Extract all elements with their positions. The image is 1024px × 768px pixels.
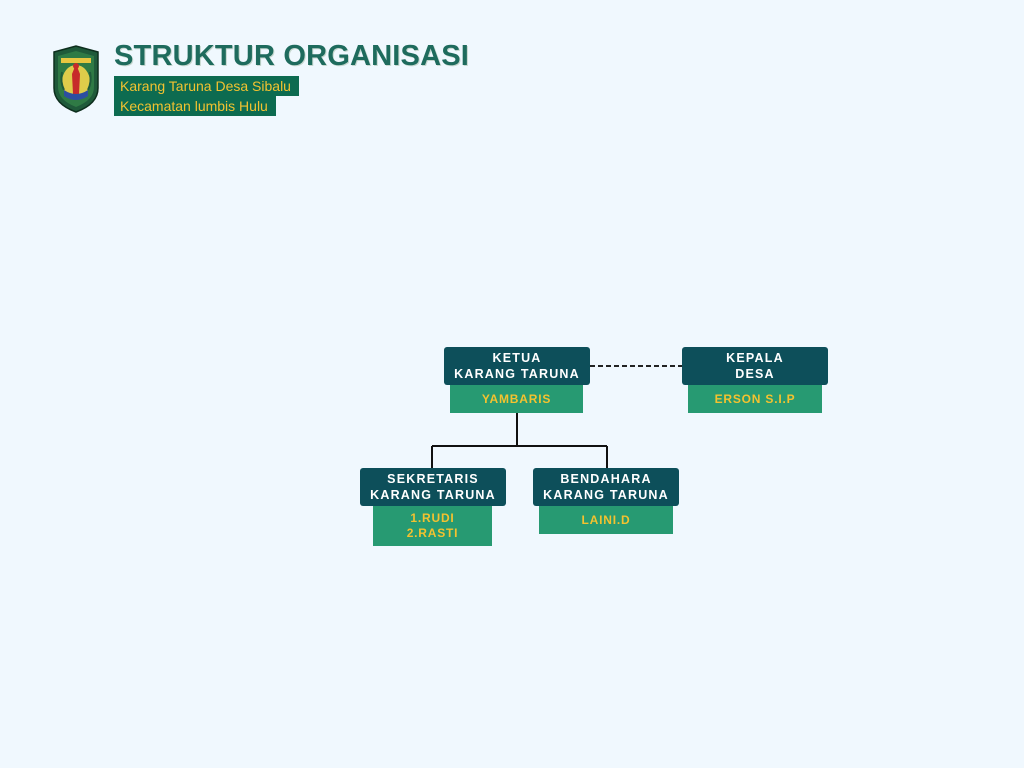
bendahara-name: LAINI.D <box>581 512 631 527</box>
sekretaris-role-line2: KARANG TARUNA <box>370 488 496 502</box>
sekretaris-role-box: SEKRETARIS KARANG TARUNA <box>360 468 506 506</box>
ketua-name-box: YAMBARIS <box>450 385 583 413</box>
bendahara-name-box: LAINI.D <box>539 506 673 534</box>
regional-emblem-icon <box>53 45 99 113</box>
kepala-desa-role-box: KEPALA DESA <box>682 347 828 385</box>
sekretaris-role-line1: SEKRETARIS <box>387 472 479 486</box>
bendahara-role-line2: KARANG TARUNA <box>543 488 669 502</box>
kepala-name: ERSON S.I.P <box>714 391 796 406</box>
kepala-desa-name-box: ERSON S.I.P <box>688 385 822 413</box>
bendahara-role-line1: BENDAHARA <box>560 472 652 486</box>
page-title: STRUKTUR ORGANISASI <box>114 40 470 72</box>
ketua-name: YAMBARIS <box>481 391 552 406</box>
sekretaris-name-box: 1.RUDI 2.RASTI <box>373 506 492 546</box>
district-subtitle: Kecamatan lumbis Hulu <box>114 96 276 116</box>
kepala-role-line1: KEPALA <box>726 351 784 365</box>
ketua-role-box: KETUA KARANG TARUNA <box>444 347 590 385</box>
organization-subtitle: Karang Taruna Desa Sibalu <box>114 76 299 96</box>
sekretaris-name-2: 2.RASTI <box>406 526 459 540</box>
kepala-role-line2: DESA <box>735 367 775 381</box>
bendahara-role-box: BENDAHARA KARANG TARUNA <box>533 468 679 506</box>
ketua-role-line2: KARANG TARUNA <box>454 367 580 381</box>
sekretaris-name-1: 1.RUDI <box>410 511 455 525</box>
ketua-role-line1: KETUA <box>492 351 542 365</box>
